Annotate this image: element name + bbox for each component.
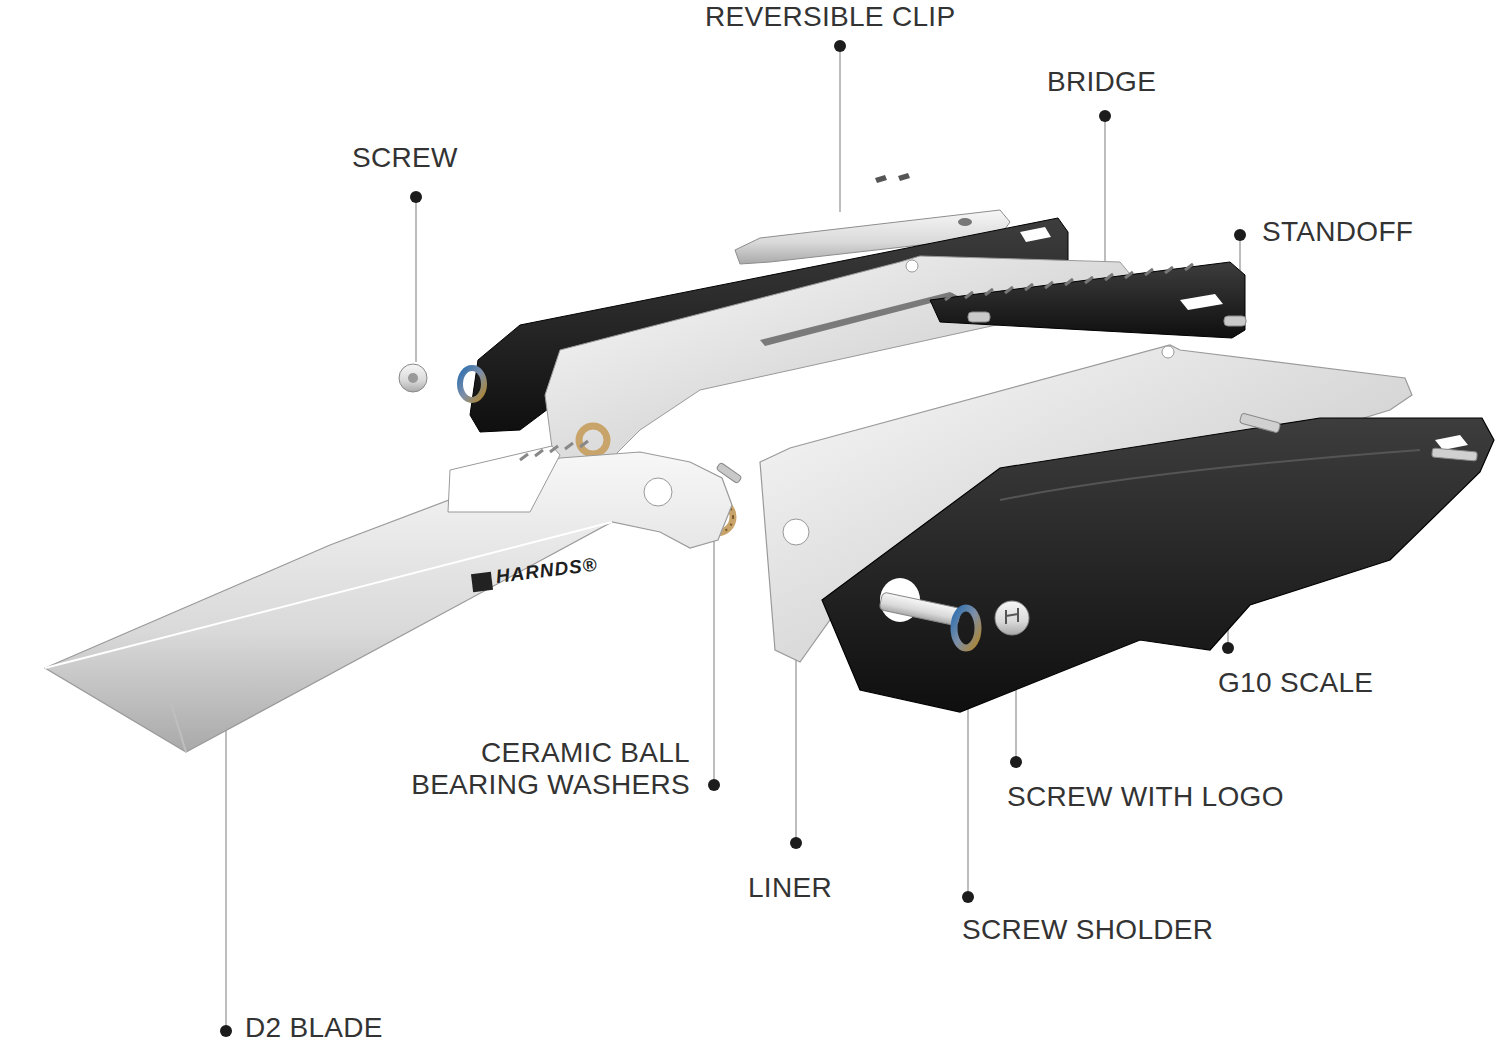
part-label: SCREW WITH LOGO	[1007, 781, 1284, 813]
part-label: STANDOFF	[1262, 216, 1413, 248]
part-label: LINER	[748, 872, 832, 904]
g10-scale	[822, 418, 1494, 712]
bridge	[930, 262, 1246, 338]
part-label: G10 SCALE	[1218, 667, 1373, 699]
part-label: REVERSIBLE CLIP	[705, 1, 955, 33]
part-label: D2 BLADE	[245, 1012, 383, 1044]
part-label: BRIDGE	[1047, 66, 1156, 98]
part-label: SCREW SHOLDER	[962, 914, 1213, 946]
part-label: SCREW	[352, 142, 458, 174]
pivot-screw	[399, 364, 484, 400]
blade	[45, 441, 732, 752]
part-label: CERAMIC BALL BEARING WASHERS	[380, 737, 690, 801]
scale-hole	[1020, 227, 1051, 242]
screws	[879, 413, 1477, 648]
